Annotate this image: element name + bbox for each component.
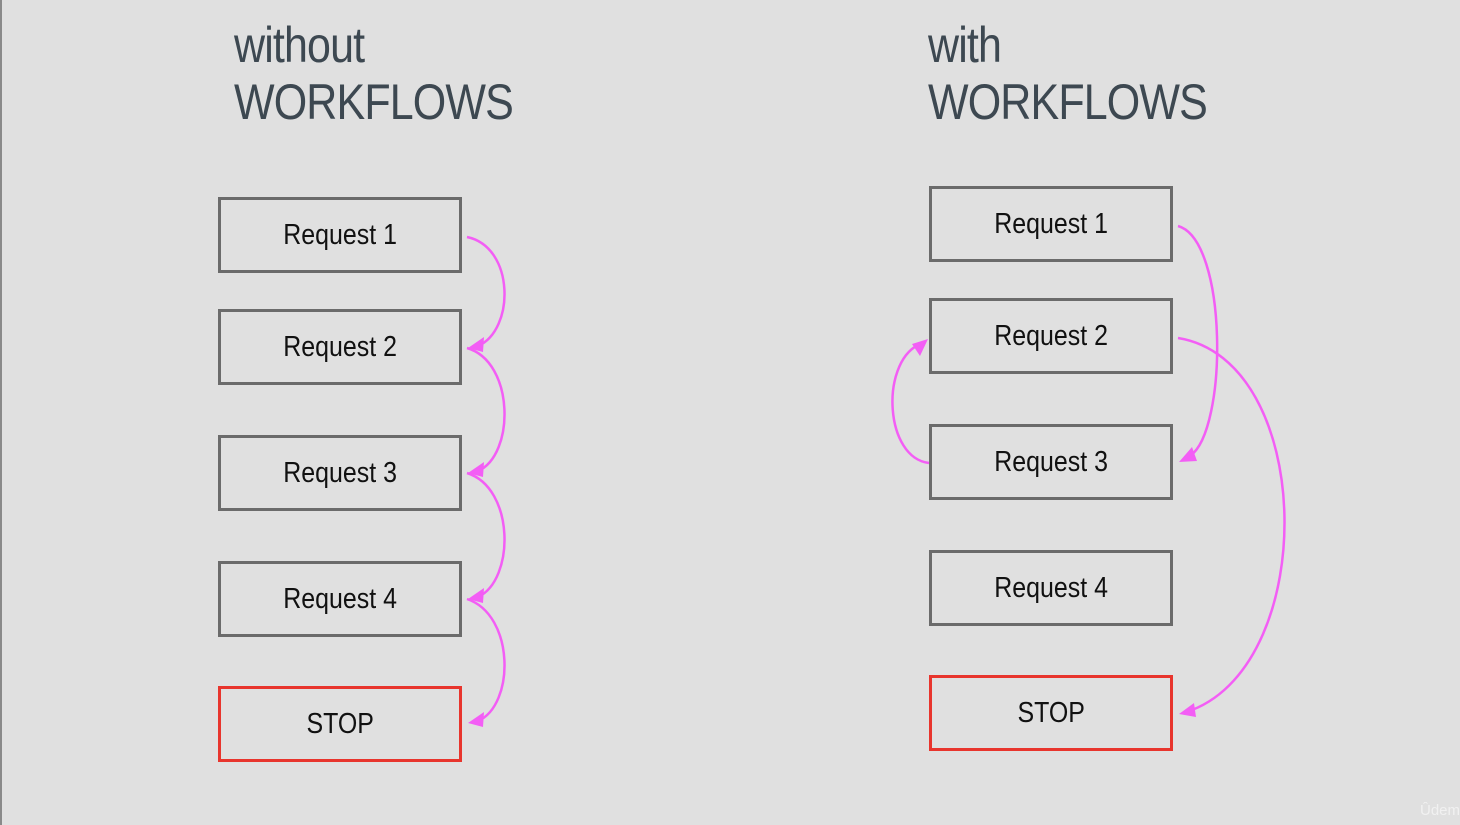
udemy-watermark: Ûdem xyxy=(1419,802,1460,819)
arrow-right-request3-to-request2 xyxy=(891,339,930,465)
arrow-right-request1-to-request3 xyxy=(1177,224,1219,462)
box-label: Request 3 xyxy=(994,445,1108,478)
right-box-request-3: Request 3 xyxy=(929,424,1173,500)
left-box-stop: STOP xyxy=(218,686,462,762)
box-label: Request 2 xyxy=(283,330,397,363)
left-box-request-3: Request 3 xyxy=(218,435,462,511)
left-box-request-1: Request 1 xyxy=(218,197,462,273)
box-label: Request 2 xyxy=(994,319,1108,352)
arrow-left-request4-to-stop xyxy=(466,597,506,727)
box-label: Request 3 xyxy=(283,456,397,489)
heading-with-workflows: with WORKFLOWS xyxy=(928,17,1208,131)
arrow-left-request1-to-request2 xyxy=(466,235,506,352)
box-label: STOP xyxy=(1017,696,1085,729)
heading-line2: WORKFLOWS xyxy=(234,74,514,130)
left-edge-line xyxy=(0,0,2,825)
box-label: Request 1 xyxy=(994,207,1108,240)
heading-line2: WORKFLOWS xyxy=(928,74,1208,130)
heading-without-workflows: without WORKFLOWS xyxy=(234,17,514,131)
heading-line1: with xyxy=(928,17,1002,73)
left-box-request-4: Request 4 xyxy=(218,561,462,637)
box-label: Request 4 xyxy=(283,582,397,615)
right-box-request-2: Request 2 xyxy=(929,298,1173,374)
box-label: Request 1 xyxy=(283,218,397,251)
arrow-left-request3-to-request4 xyxy=(466,471,506,603)
box-label: STOP xyxy=(306,707,374,740)
arrow-left-request2-to-request3 xyxy=(466,346,506,477)
right-box-stop: STOP xyxy=(929,675,1173,751)
left-box-request-2: Request 2 xyxy=(218,309,462,385)
right-box-request-4: Request 4 xyxy=(929,550,1173,626)
heading-line1: without xyxy=(234,17,365,73)
box-label: Request 4 xyxy=(994,571,1108,604)
arrow-right-request2-to-stop xyxy=(1177,336,1286,717)
right-box-request-1: Request 1 xyxy=(929,186,1173,262)
